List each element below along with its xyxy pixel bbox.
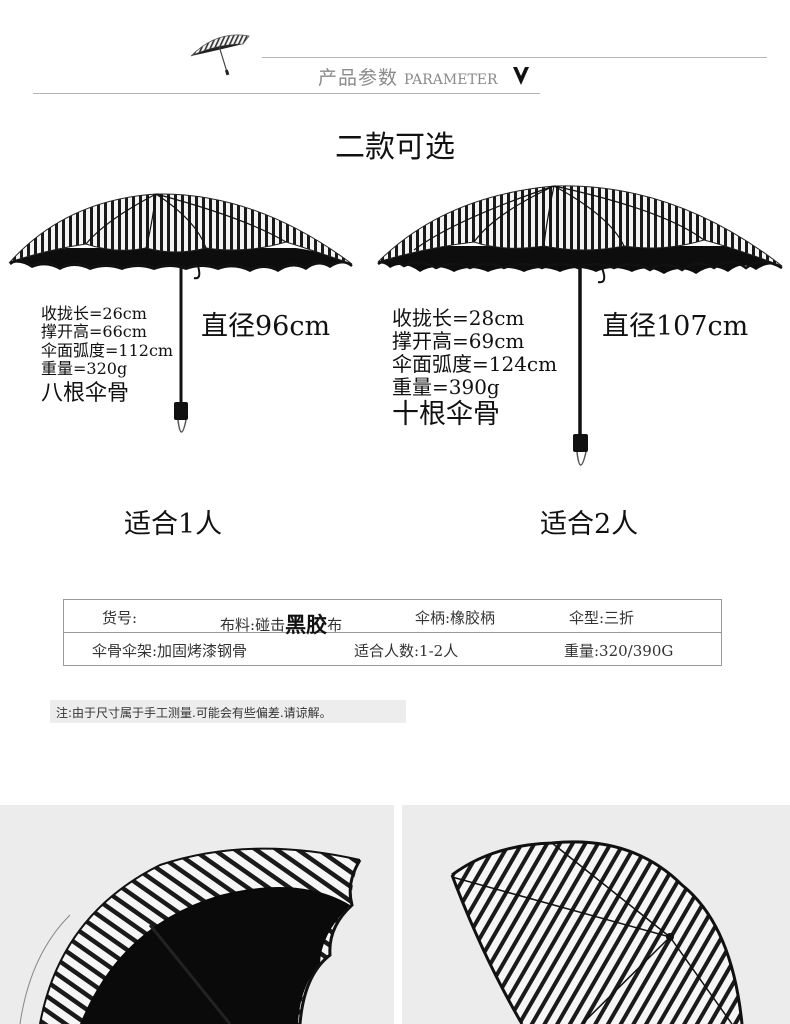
fabric-pre: 碰击 (255, 616, 286, 634)
table-row: 货号: 布料:碰击黑胶布 伞柄:橡胶柄 伞型:三折 (64, 600, 721, 637)
fabric-post: 布 (327, 616, 343, 634)
capacity-cell: 适合人数:1-2人 (354, 642, 459, 660)
options-title: 二款可选 (335, 130, 455, 165)
item-number-label: 货号: (102, 609, 138, 627)
spec-open-height: 撑开高=66cm (41, 322, 147, 342)
fabric-cell: 布料:碰击黑胶布 (220, 607, 342, 637)
measurement-note: 注:由于尺寸属于手工测量.可能会有些偏差.请谅解。 (50, 700, 406, 723)
fit-persons-large: 适合2人 (540, 509, 639, 540)
spec-weight: 重量=390g (392, 375, 500, 399)
fabric-emphasis: 黑胶 (285, 612, 328, 637)
umbrella-image-small (8, 193, 353, 433)
spec-weight: 重量=320g (41, 359, 128, 379)
parameter-table: 货号: 布料:碰击黑胶布 伞柄:橡胶柄 伞型:三折 伞骨伞架:加固烤漆钢骨 适合… (63, 599, 722, 666)
spec-open-height: 撑开高=69cm (392, 329, 525, 353)
fabric-label: 布料: (220, 616, 256, 634)
section-header: 产品参数 PARAMETER (318, 63, 498, 90)
umbrella-type-cell: 伞型:三折 (569, 609, 635, 627)
header-title-en: PARAMETER (404, 72, 498, 88)
umbrella-image-large (377, 185, 783, 466)
down-arrow-icon (513, 67, 529, 85)
umbrella-icon (190, 34, 250, 76)
diameter-large: 直径107cm (602, 311, 749, 342)
product-photo-top (402, 805, 790, 1024)
table-row: 伞骨伞架:加固烤漆钢骨 适合人数:1-2人 重量:320/390G (64, 633, 721, 666)
header-title-cn: 产品参数 (318, 67, 399, 89)
diameter-small: 直径96cm (201, 311, 331, 342)
spec-list-large: 收拢长=28cm 撑开高=69cm 伞面弧度=124cm 重量=390g 十根伞… (392, 306, 558, 431)
spec-ribs: 十根伞骨 (392, 399, 500, 430)
weight-cell: 重量:320/390G (564, 642, 674, 660)
frame-cell: 伞骨伞架:加固烤漆钢骨 (92, 642, 248, 660)
spec-canopy-arc: 伞面弧度=112cm (41, 340, 174, 360)
spec-folded-length: 收拢长=28cm (392, 306, 525, 330)
spec-canopy-arc: 伞面弧度=124cm (392, 352, 558, 376)
fit-persons-small: 适合1人 (124, 509, 223, 540)
spec-list-small: 收拢长=26cm 撑开高=66cm 伞面弧度=112cm 重量=320g 八根伞… (41, 304, 174, 406)
spec-ribs: 八根伞骨 (41, 380, 130, 406)
product-photo-underside (0, 805, 394, 1024)
header-rule-bottom (33, 93, 540, 94)
header-rule-top (262, 57, 767, 58)
spec-folded-length: 收拢长=26cm (41, 304, 147, 323)
handle-cell: 伞柄:橡胶柄 (415, 609, 496, 627)
